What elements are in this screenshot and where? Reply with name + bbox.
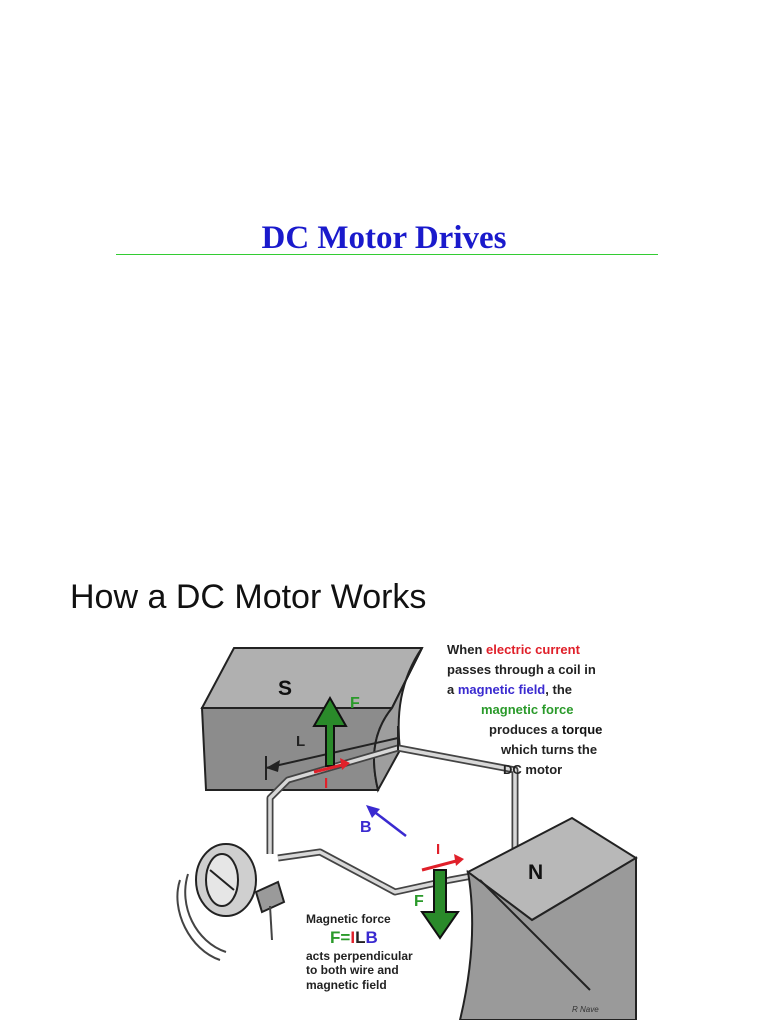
description-magnetic-force: magnetic force [481,702,574,717]
coil-wire-highlight [268,746,517,894]
title-underline [116,254,658,255]
description-magnetic-field: magnetic field [457,682,546,697]
field-arrow [371,809,407,837]
force-caption: Magnetic force F=ILB acts perpendicular … [306,912,413,992]
current-arrow-bottom [421,858,461,872]
north-pole-face [458,856,637,1020]
formula-i: I [350,927,356,947]
force-caption-line2: to both wire and [306,963,399,977]
north-pole-label: N [528,861,544,884]
force-caption-heading: Magnetic force [306,912,391,926]
dc-motor-illustration [176,647,638,1020]
force-caption-line3: magnetic field [306,977,387,992]
description-line3-prefix: a [447,682,458,697]
description-torque: torque [561,722,603,737]
formula-equals: = [340,927,351,947]
current-label-top: I [324,775,329,792]
force-formula: F=ILB [306,927,413,949]
force-label-top: F [350,695,360,712]
shaft-wire-2 [184,873,227,953]
field-label: B [360,819,372,836]
author-signature: R Nave [572,1005,599,1014]
motor-description: When electric current passes through a c… [447,640,602,780]
description-line2: passes through a coil in [447,662,596,677]
dc-motor-diagram: S N F F L I I B When electric current pa… [160,630,644,1020]
south-pole-label: S [278,677,293,700]
force-arrow-up [312,695,348,767]
description-line1-prefix: When [447,642,486,657]
shaft-wire [176,879,221,961]
section-heading: How a DC Motor Works [70,578,427,616]
length-label: L [296,733,306,750]
page-title: DC Motor Drives [261,220,507,256]
force-caption-line1: acts perpendicular [306,948,413,963]
description-electric-current: electric current [486,642,580,657]
formula-l: L [355,927,366,947]
south-pole-magnet [200,647,424,709]
current-label-bottom: I [436,841,441,858]
formula-b: B [365,927,378,947]
force-label-bottom: F [414,893,424,910]
force-arrow-down [420,869,460,940]
description-line7: DC motor [503,762,563,777]
description-line6: which turns the [501,742,598,757]
description-line3-suffix: , the [545,682,572,697]
formula-f: F [330,927,341,947]
current-arrow-top [313,762,347,774]
brush [254,880,286,914]
description-line5-prefix: produces a [489,722,562,737]
